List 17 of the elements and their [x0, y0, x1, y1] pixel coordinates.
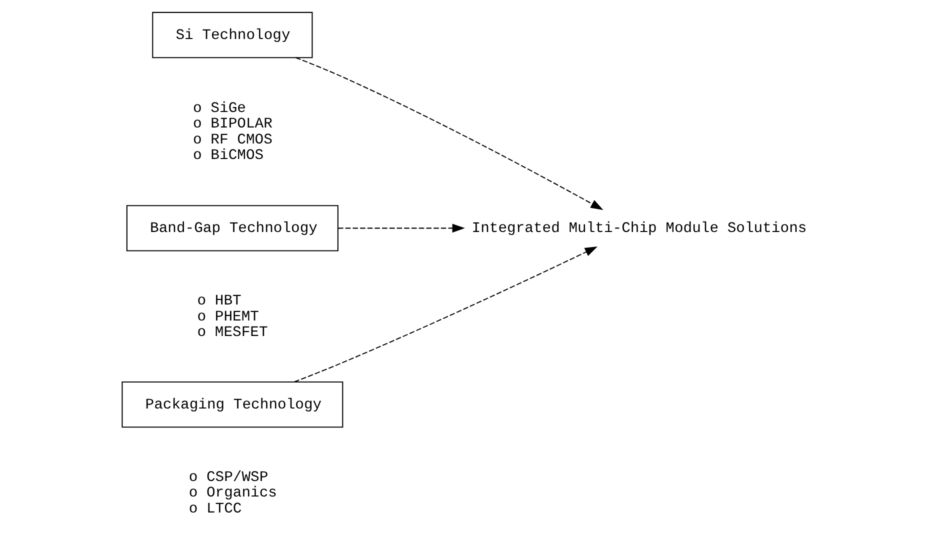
arrow	[294, 246, 598, 382]
node-label: o MESFET	[197, 324, 268, 341]
node-label: o Organics	[188, 486, 277, 502]
node-label: o HBT	[197, 294, 242, 310]
node-label: o RF CMOS	[193, 132, 272, 148]
node-box: Packaging Technology	[122, 381, 344, 428]
node-label: o LTCC	[188, 501, 242, 518]
node-label: o SiGe	[193, 100, 246, 117]
node-text: Integrated Multi-Chip Module Solutions	[472, 221, 807, 238]
node-box: Band-Gap Technology	[126, 205, 338, 252]
node-label: o CSP/WSP	[188, 470, 268, 486]
arrow	[338, 224, 465, 233]
node-label: o PHEMT	[197, 309, 259, 326]
node-label: o BiCMOS	[193, 148, 264, 164]
node-box: Si Technology	[152, 12, 313, 58]
arrow	[296, 57, 604, 210]
node-label: o BIPOLAR	[193, 116, 272, 133]
